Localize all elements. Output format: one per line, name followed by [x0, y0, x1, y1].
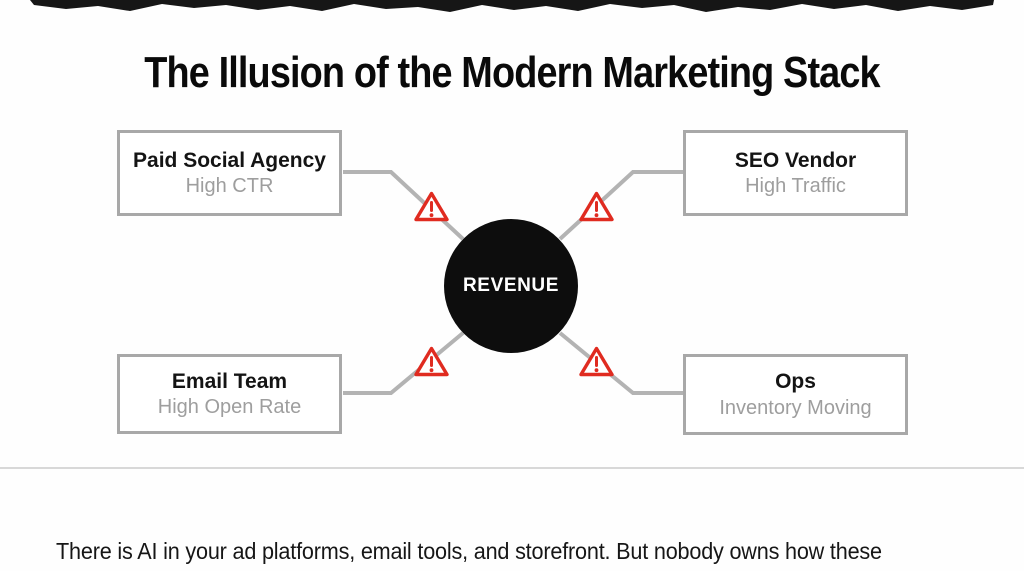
- node-title: Ops: [775, 370, 816, 394]
- node-paid-social-agency: Paid Social Agency High CTR: [117, 130, 342, 216]
- divider-line: [0, 467, 1024, 469]
- node-title: Paid Social Agency: [133, 148, 326, 172]
- revenue-hub: REVENUE: [444, 219, 578, 353]
- node-email-team: Email Team High Open Rate: [117, 354, 342, 434]
- node-subtitle: High Open Rate: [157, 396, 302, 419]
- footer-text: There is AI in your ad platforms, email …: [56, 485, 940, 571]
- footer-line-1: There is AI in your ad platforms, email …: [56, 538, 882, 564]
- node-subtitle: High Traffic: [745, 175, 846, 198]
- node-subtitle: High CTR: [185, 175, 274, 198]
- node-title: Email Team: [171, 369, 288, 393]
- node-title: SEO Vendor: [734, 148, 857, 172]
- node-seo-vendor: SEO Vendor High Traffic: [683, 130, 908, 216]
- node-ops: Ops Inventory Moving: [683, 354, 908, 435]
- torn-edge-decoration: [30, 0, 994, 12]
- page-title: The Illusion of the Modern Marketing Sta…: [144, 48, 880, 97]
- warning-icon: [579, 346, 614, 377]
- revenue-hub-label: REVENUE: [462, 275, 560, 296]
- connector-bottom-left: [343, 331, 465, 395]
- warning-icon: [414, 191, 449, 222]
- warning-icon: [414, 346, 449, 377]
- connector-bottom-right: [558, 331, 683, 395]
- warning-icon: [579, 191, 614, 222]
- node-subtitle: Inventory Moving: [719, 396, 872, 419]
